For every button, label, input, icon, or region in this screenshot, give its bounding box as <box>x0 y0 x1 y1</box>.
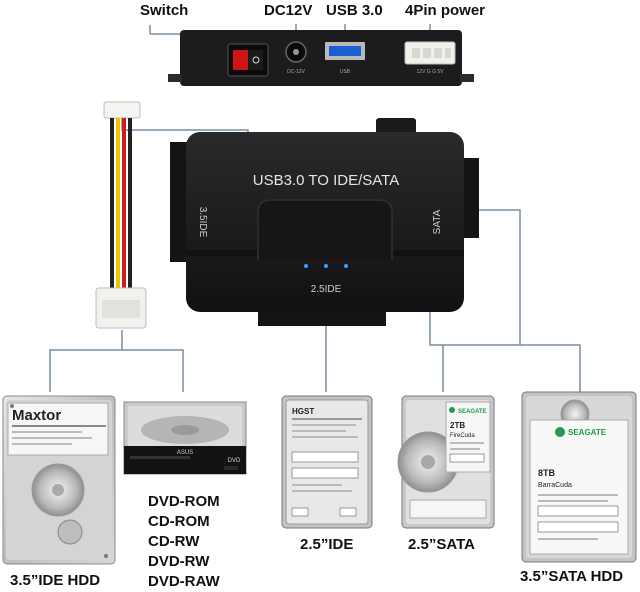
hdd-35-sata-icon: SEAGATE 8TB BarraCuda <box>521 391 637 563</box>
label-25-ide: 2.5”IDE <box>300 536 354 553</box>
panel-usb-label: USB <box>340 69 351 75</box>
dc-jack-icon <box>285 41 307 63</box>
dvd-format-item: CD-RW <box>148 533 200 550</box>
hdd-25-sata-icon: SEAGATE 2TB FireCuda <box>397 395 495 529</box>
dvd-format-item: DVD-RAW <box>148 573 220 590</box>
label-switch: Switch <box>140 2 189 19</box>
hgst-brand: HGST <box>292 407 314 416</box>
dvd-drive-icon: ASUS DVD <box>123 401 247 475</box>
led-indicator <box>344 264 348 268</box>
port-label-35ide: 3.5IDE <box>197 207 208 238</box>
panel-dc-label: DC-12V <box>287 69 305 75</box>
power-4pin-port-icon <box>404 41 456 65</box>
dvd-logo: DVD <box>228 458 241 464</box>
port-label-sata: SATA <box>432 209 443 234</box>
barracuda-model: BarraCuda <box>538 482 572 489</box>
usb3-port-icon <box>325 42 365 60</box>
label-dc12v: DC12V <box>264 2 313 19</box>
port-label-25ide: 2.5IDE <box>311 284 342 295</box>
adapter-title: USB3.0 TO IDE/SATA <box>253 172 399 189</box>
seagate-brand: SEAGATE <box>458 409 487 415</box>
power-switch-icon <box>227 43 269 77</box>
label-25-sata: 2.5”SATA <box>408 536 475 553</box>
dvd-format-item: CD-ROM <box>148 513 210 530</box>
hdd-35-ide-icon: Maxtor <box>2 395 116 565</box>
firecuda-capacity: 2TB <box>450 421 465 430</box>
maxtor-brand: Maxtor <box>12 407 61 424</box>
led-indicator <box>324 264 328 268</box>
hdd-25-ide-icon: HGST <box>281 395 373 529</box>
port-panel: DC-12V USB 12V G G 5V <box>168 30 474 86</box>
molex-cable-icon <box>95 101 147 329</box>
label-4pin-power: 4Pin power <box>405 2 486 19</box>
dvd-brand: ASUS <box>177 450 193 456</box>
seagate-brand-b: SEAGATE <box>568 428 607 437</box>
barracuda-capacity: 8TB <box>538 468 556 478</box>
label-35-sata-hdd: 3.5”SATA HDD <box>520 568 624 585</box>
led-indicator <box>304 264 308 268</box>
dvd-format-list: DVD-ROM CD-ROM CD-RW DVD-RW DVD-RAW <box>148 492 220 592</box>
label-usb30: USB 3.0 <box>326 2 383 19</box>
firecuda-model: FireCuda <box>450 433 475 439</box>
dvd-format-item: DVD-ROM <box>148 493 220 510</box>
adapter-device: USB3.0 TO IDE/SATA 3.5IDE SATA 2.5IDE <box>170 118 479 326</box>
panel-power-label: 12V G G 5V <box>417 69 445 75</box>
label-35-ide-hdd: 3.5”IDE HDD <box>10 572 101 589</box>
dvd-format-item: DVD-RW <box>148 553 210 570</box>
